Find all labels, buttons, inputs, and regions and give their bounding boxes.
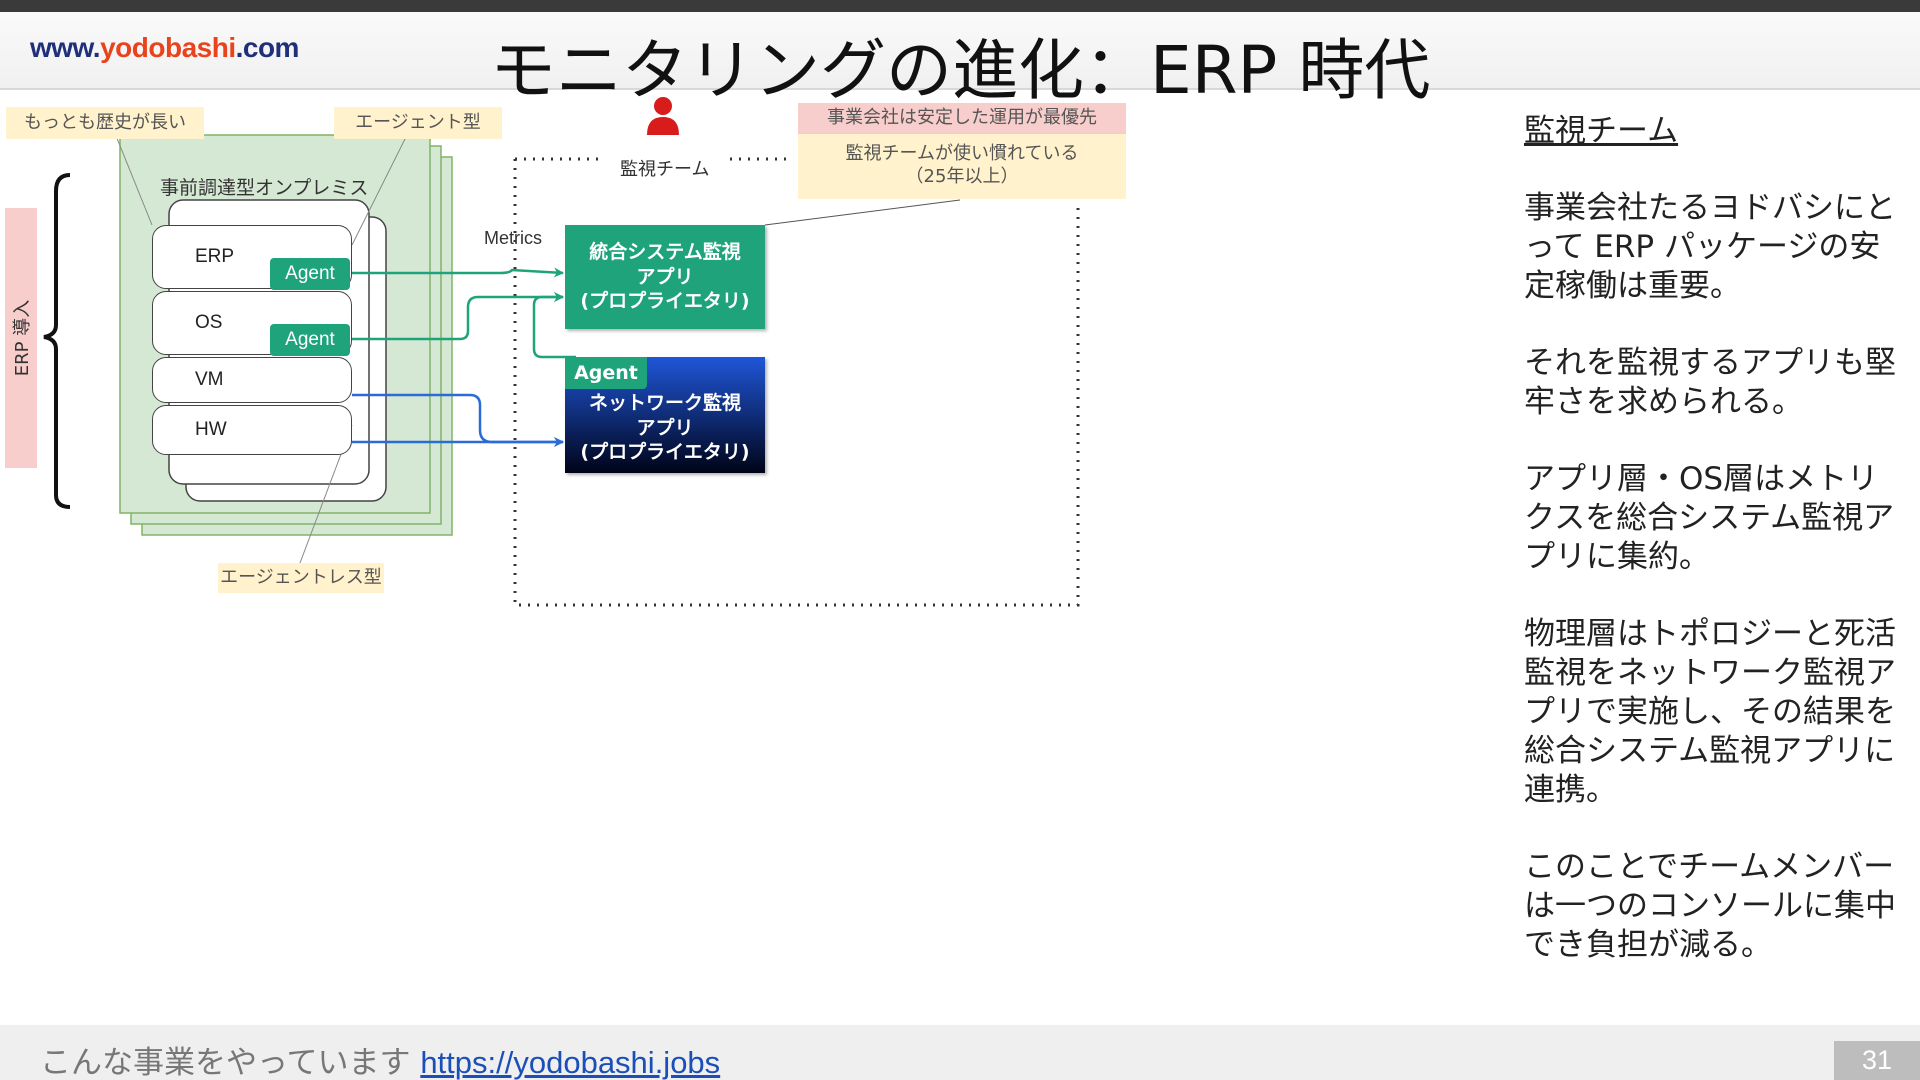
- priority-note: 事業会社は安定した運用が最優先: [798, 103, 1126, 133]
- jobs-link[interactable]: https://yodobashi.jobs: [420, 1045, 721, 1080]
- page-number: 31: [1834, 1041, 1920, 1080]
- slide-footer: こんな事業をやっています https://yodobashi.jobs 31: [0, 1025, 1920, 1080]
- person-icon: [647, 97, 679, 135]
- brace: [43, 173, 71, 509]
- side-paragraph: このことでチームメンバーは一つのコンソールに集中でき負担が減る。: [1524, 849, 1896, 963]
- layer-hw: HW: [152, 405, 352, 455]
- page-title: モニタリングの進化：ERP 時代: [490, 32, 1431, 109]
- erp-agent-badge: Agent: [270, 258, 350, 290]
- os-agent-badge: Agent: [270, 324, 350, 356]
- onprem-title: 事前調達型オンプレミス: [160, 177, 369, 199]
- layer-vm: VM: [152, 357, 352, 403]
- side-paragraph: 物理層はトポロジーと死活監視をネットワーク監視アプリで実施し、その結果を総合シス…: [1524, 616, 1896, 808]
- team-experience-note: 監視チームが使い慣れている （25年以上）: [798, 133, 1126, 199]
- agentless-type-note: エージェントレス型: [218, 563, 384, 593]
- erp-intro-label: ERP 導入: [5, 208, 37, 468]
- os-metrics-arrow: [350, 292, 564, 341]
- side-paragraph: 事業会社たるヨドバシにとって ERP パッケージの安定稼働は重要。: [1524, 190, 1896, 304]
- footer-text: こんな事業をやっています https://yodobashi.jobs: [40, 1045, 721, 1080]
- side-paragraph: アプリ層・OS層はメトリクスを総合システム監視アプリに集約。: [1524, 461, 1895, 575]
- slide-header: www.yodobashi.com モニタリングの進化：ERP 時代: [0, 12, 1920, 109]
- network-monitoring-app: Agent ネットワーク監視 アプリ (プロプライエタリ): [565, 357, 765, 473]
- history-note: もっとも歴史が長い: [6, 107, 204, 139]
- monitoring-diagram: もっとも歴史が長い エージェント型 エージェントレス型 ERP 導入 事前調達型…: [0, 95, 1140, 615]
- network-agent-badge: Agent: [565, 357, 647, 389]
- erp-metrics-arrow: [350, 267, 564, 278]
- network-to-integrated-arrow: [532, 292, 576, 359]
- team-label: 監視チーム: [614, 155, 716, 181]
- side-heading: 監視チーム: [1524, 113, 1679, 149]
- agent-type-note: エージェント型: [334, 107, 502, 139]
- yodobashi-logo: www.yodobashi.com: [30, 32, 299, 63]
- side-paragraph: それを監視するアプリも堅牢さを求められる。: [1524, 345, 1896, 420]
- top-bar: [0, 0, 1920, 12]
- side-notes: 監視チーム 事業会社たるヨドバシにとって ERP パッケージの安定稼働は重要。 …: [1524, 112, 1904, 1003]
- integrated-monitoring-app: 統合システム監視 アプリ (プロプライエタリ): [565, 225, 765, 329]
- metrics-label: Metrics: [484, 228, 542, 248]
